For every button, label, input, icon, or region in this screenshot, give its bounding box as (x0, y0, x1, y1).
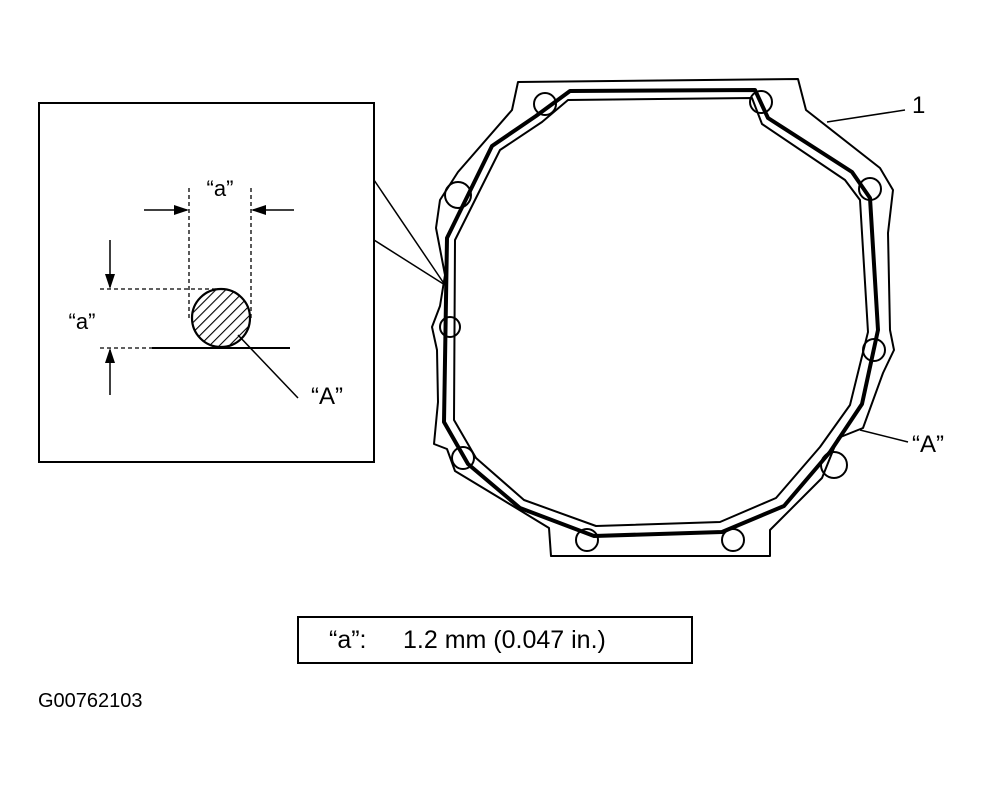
gasket-inner-outline (453, 97, 869, 527)
spec-key: “a”: (329, 626, 367, 654)
part-number-leader (826, 109, 906, 123)
spec-value: 1.2 mm (0.047 in.) (403, 626, 606, 654)
detail-leader-lower (373, 239, 446, 286)
bolt-hole (858, 177, 882, 201)
bolt-hole (862, 338, 886, 362)
width-arrowhead-left (174, 205, 189, 215)
bolt-hole (439, 316, 461, 338)
bolt-hole (820, 451, 848, 479)
gasket (431, 78, 895, 557)
sealant-bead-line (442, 88, 880, 538)
height-arrowhead-top (105, 274, 115, 289)
gasket-outer-outline (431, 78, 895, 557)
bolt-hole (749, 90, 773, 114)
detail-width-label: “a” (207, 176, 234, 201)
bolt-hole (533, 92, 557, 116)
bead-label: “A” (912, 431, 944, 458)
detail-bead-label: “A” (311, 383, 343, 410)
bolt-hole (575, 528, 599, 552)
detail-leader-upper (373, 179, 446, 286)
bead-label-leader (859, 429, 909, 443)
detail-box (38, 102, 375, 463)
figure-code: G00762103 (38, 690, 143, 712)
bolt-hole (721, 528, 745, 552)
bolt-hole (451, 446, 475, 470)
part-number-label: 1 (912, 92, 925, 119)
bolt-hole (444, 181, 472, 209)
detail-bead-leader (237, 334, 299, 399)
spec-box (297, 616, 693, 664)
detail-height-label: “a” (69, 309, 96, 334)
height-arrowhead-bottom (105, 348, 115, 363)
width-arrowhead-right (251, 205, 266, 215)
